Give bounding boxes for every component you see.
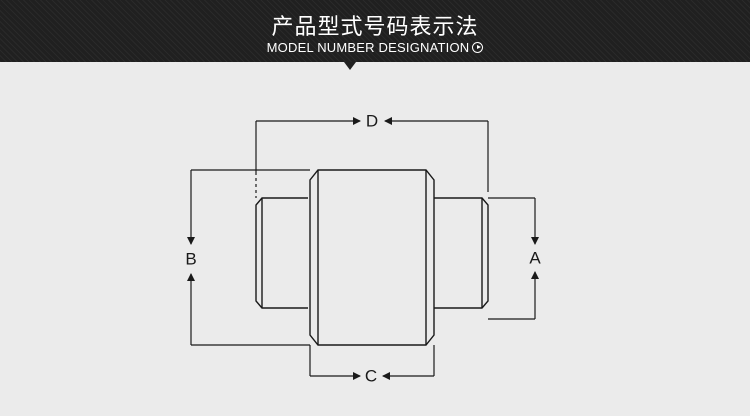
dim-label-a: A (529, 249, 541, 268)
play-circle-icon (472, 42, 484, 53)
header-pointer (344, 62, 356, 70)
dim-label-b: B (185, 250, 196, 269)
header-subtitle: MODEL NUMBER DESIGNATION (266, 40, 470, 55)
dimension-lines (187, 117, 539, 380)
header-subtitle-row: MODEL NUMBER DESIGNATION (0, 40, 750, 55)
coupling-dimension-diagram: D B A C (185, 112, 541, 386)
right-hub-outline (434, 197, 489, 309)
dimension-labels: D B A C (185, 112, 541, 386)
center-sleeve-outline (309, 169, 435, 346)
dim-label-d: D (366, 112, 378, 131)
coupling-body (255, 169, 489, 346)
header-banner: 产品型式号码表示法 MODEL NUMBER DESIGNATION (0, 0, 750, 62)
header-title: 产品型式号码表示法 (271, 15, 479, 40)
left-hub-outline (255, 197, 308, 309)
dim-label-c: C (365, 367, 377, 386)
